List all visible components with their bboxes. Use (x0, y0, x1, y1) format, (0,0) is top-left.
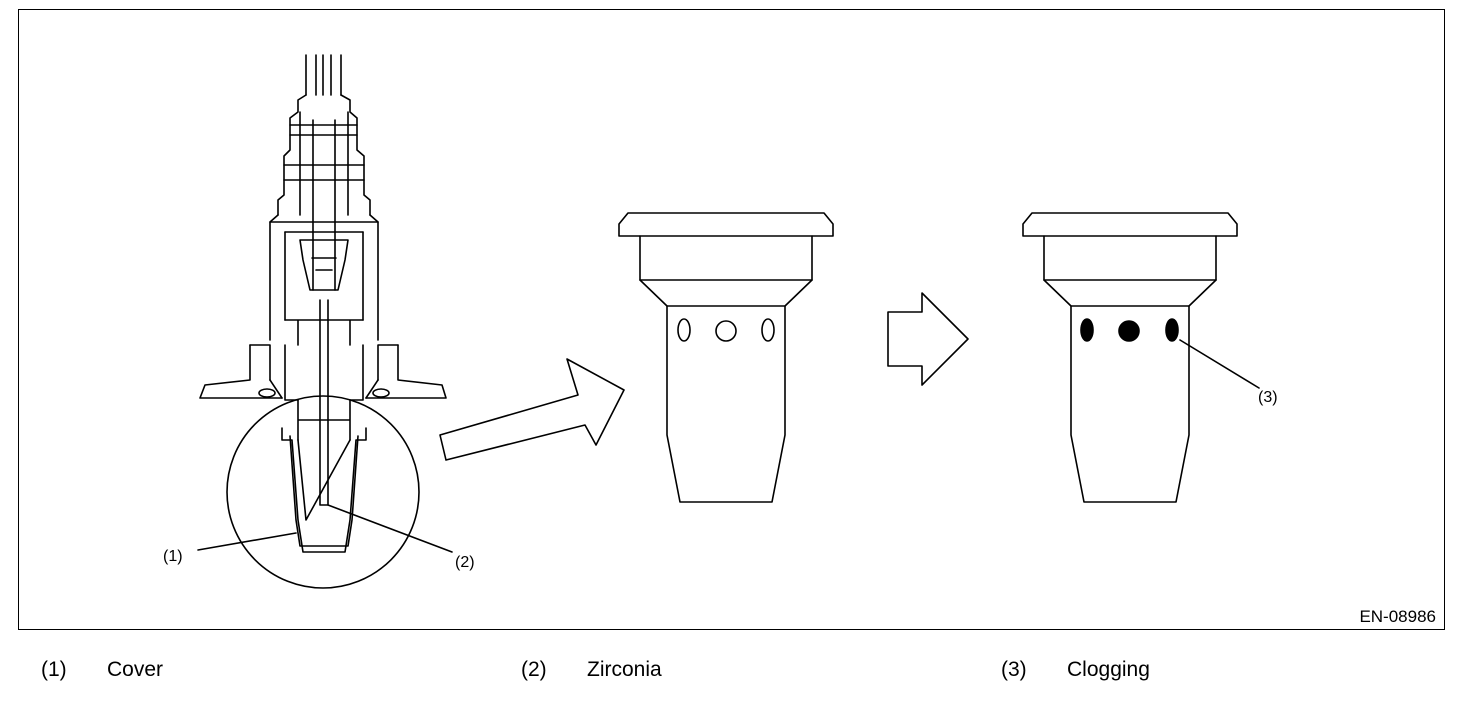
cover-clogged (1022, 212, 1238, 503)
figure-frame (18, 9, 1445, 630)
legend-label: Clogging (1067, 658, 1150, 681)
legend-number: (2) (521, 658, 547, 681)
result-arrow (887, 292, 969, 386)
legend-item-clogging: (3) Clogging (1001, 658, 1150, 682)
zoom-arrow (439, 358, 625, 461)
legend-number: (3) (1001, 658, 1027, 681)
legend-item-zirconia: (2) Zirconia (521, 658, 662, 682)
callout-1: (1) (163, 548, 183, 565)
callout-3: (3) (1258, 389, 1278, 406)
sensor-cross-section (199, 54, 447, 589)
leader-line-2 (327, 504, 453, 553)
leader-line-3 (1179, 339, 1260, 389)
legend-item-cover: (1) Cover (41, 658, 163, 682)
figure-id: EN-08986 (1359, 607, 1436, 626)
callout-2: (2) (455, 554, 475, 571)
legend-label: Zirconia (587, 658, 662, 681)
legend-number: (1) (41, 658, 67, 681)
cover-clean (618, 212, 834, 503)
legend-label: Cover (107, 658, 164, 681)
leader-line-1 (197, 532, 297, 551)
